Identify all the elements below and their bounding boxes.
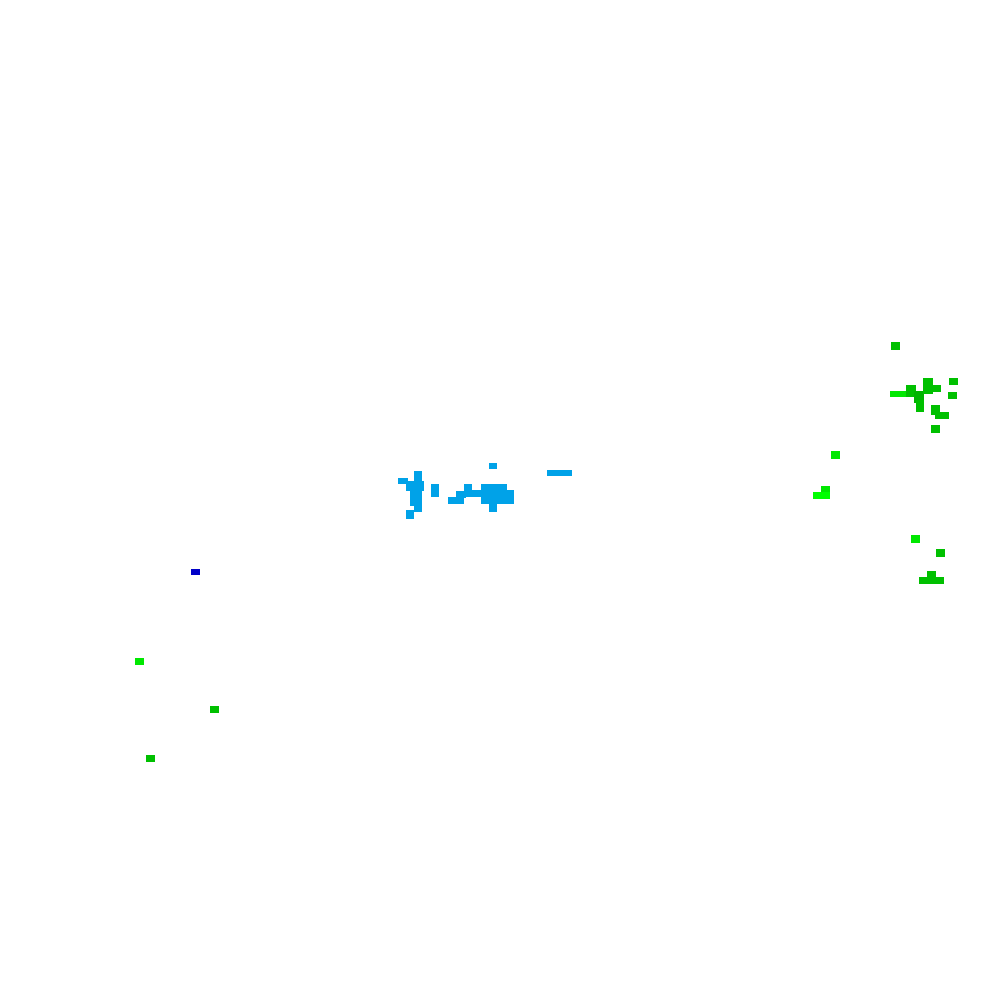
green-cluster-upper-right [890,342,958,433]
green-dot [914,391,924,403]
blue-blob [466,490,486,497]
green-dot [931,405,940,415]
green-dot [936,549,945,557]
blue-blob [398,478,408,484]
green-dot [821,486,830,494]
green-dot [210,706,219,713]
blue-blob [503,490,514,504]
blue-blob [489,463,497,469]
green-dot [948,392,957,399]
green-dot [927,571,936,579]
blue-blob [431,484,439,497]
green-dot [916,400,924,412]
green-dot [935,412,949,419]
blue-blob [456,491,466,498]
blue-blob [410,490,422,506]
green-dot [135,658,144,665]
green-dot [890,391,908,397]
green-dot [891,342,900,350]
green-dot [911,535,920,543]
blue-blob [489,502,497,512]
green-dot [949,378,958,385]
green-cluster-mid-right [813,451,945,584]
green-dot [931,425,940,433]
green-dot [919,577,944,584]
green-dot [923,378,933,394]
blue-dot [191,569,200,575]
left-scatter [135,569,219,762]
blue-blob [406,510,414,519]
blue-blob [464,484,472,492]
blue-blob [414,504,422,512]
blue-cluster [398,463,572,519]
blue-blob [406,481,424,491]
blue-blob [481,484,507,504]
green-dot [931,385,941,392]
green-dot [906,385,916,397]
green-dot [813,492,830,499]
green-dot [831,451,840,459]
blue-dash [547,470,572,476]
blue-blob [414,471,422,481]
blue-blob [448,497,464,504]
green-dot [146,755,155,762]
